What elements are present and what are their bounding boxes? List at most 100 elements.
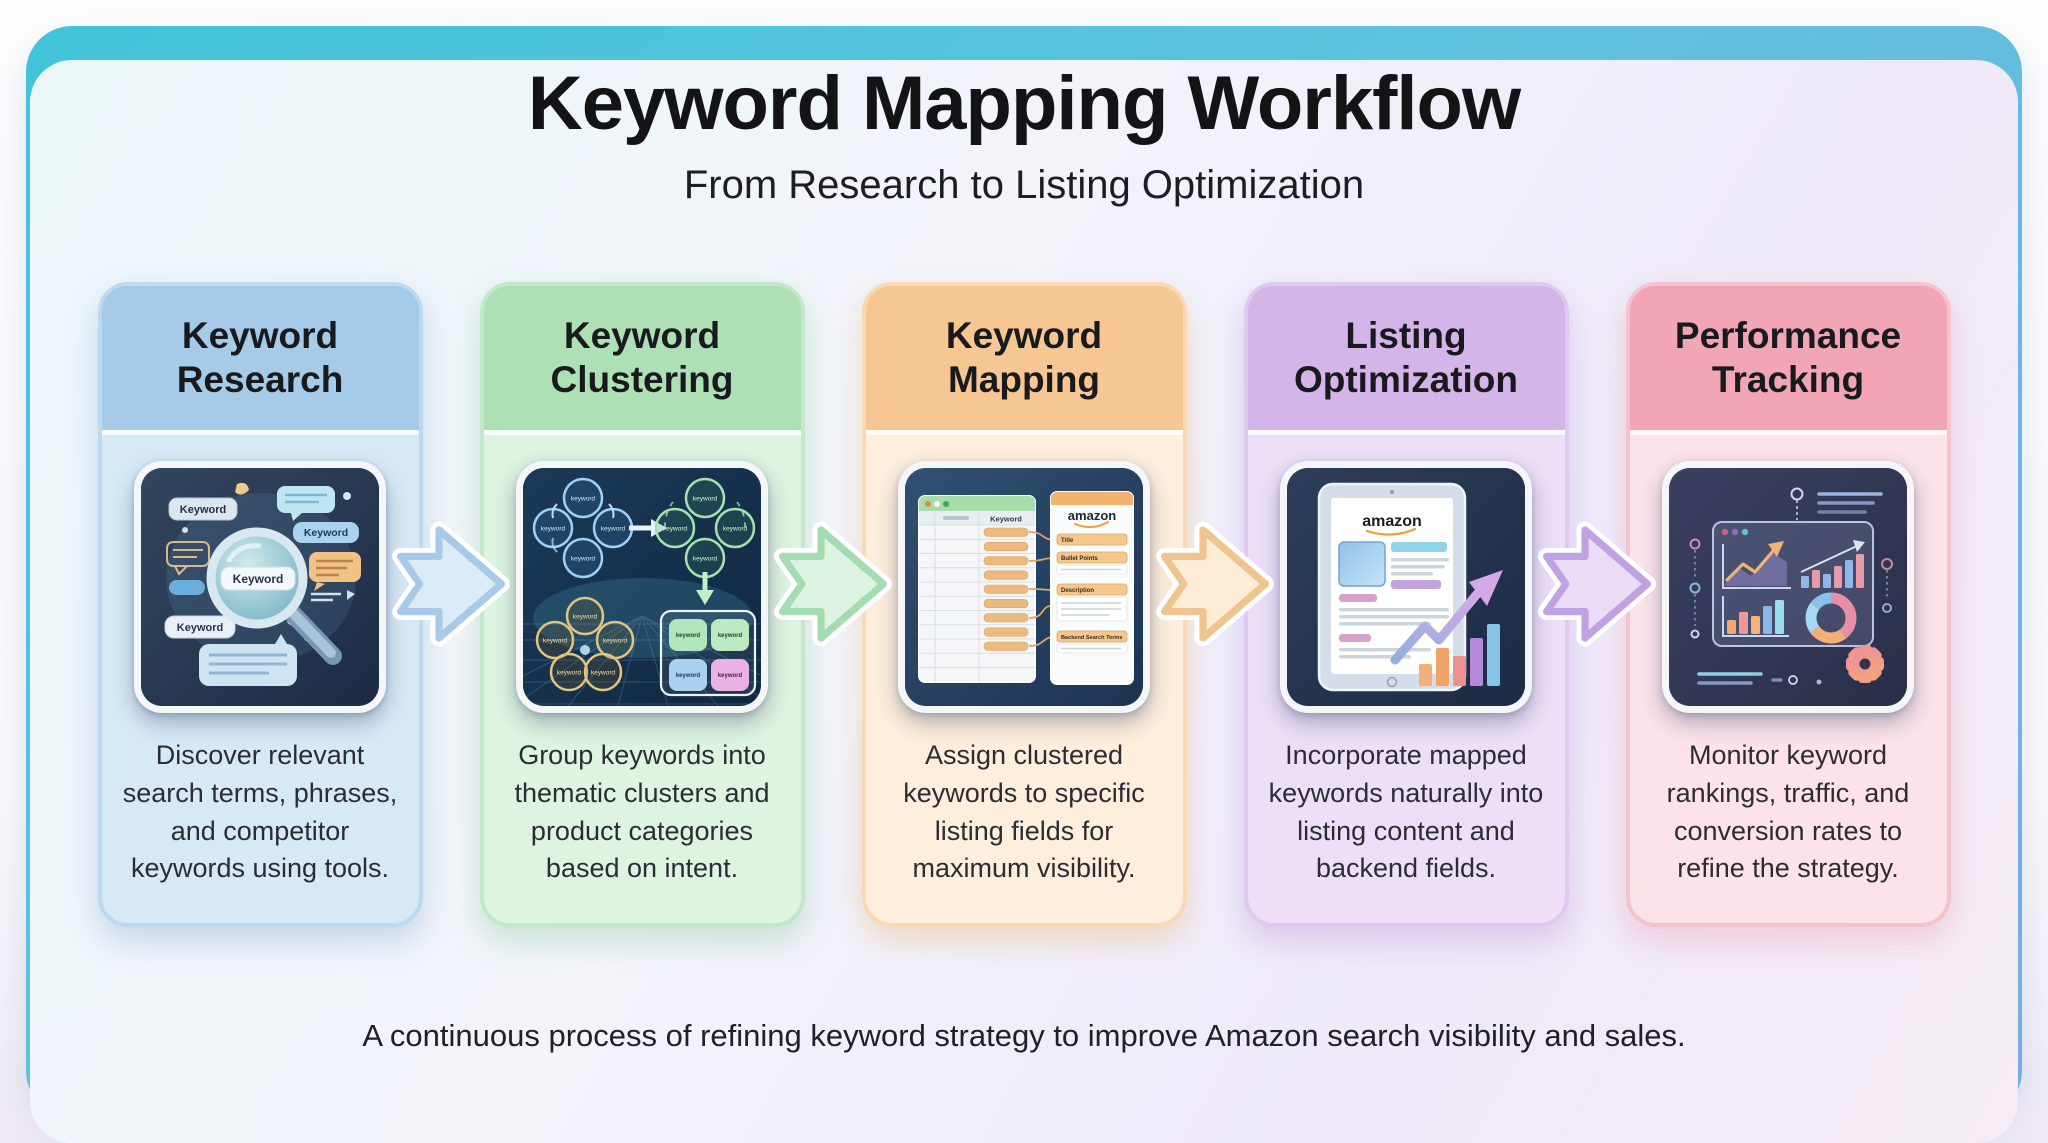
cluster-circle-label: keyword [571,496,596,503]
workflow-steps-row: Keyword Research [30,282,2018,927]
window-dot [1741,528,1749,536]
keyword-tag: Keyword [164,615,236,639]
speech-bubble-icon [199,634,297,686]
step-header: Performance Tracking [1629,286,1947,435]
keyword-cluster-green: keyword keyword keyword keyword [654,477,756,579]
flow-arrow [774,282,892,927]
cluster-circle-label: keyword [693,556,718,563]
step-header: Keyword Clustering [483,286,801,435]
arrow-down-icon [696,572,714,605]
spreadsheet-column-header: Keyword [990,515,1022,524]
keyword-tag-label: Keyword [177,622,223,634]
step-card-performance-tracking: Performance Tracking [1625,282,1951,927]
window-dot [1731,528,1739,536]
step-card-keyword-mapping: Keyword Mapping [861,282,1187,927]
step-description: Assign clustered keywords to specific li… [903,740,1145,884]
cluster-circle-label: keyword [723,526,748,533]
window-dot [925,501,931,507]
step-description: Monitor keyword rankings, traffic, and c… [1666,740,1910,884]
speech-bubble-icon [166,541,210,576]
category-cell-label: keyword [718,673,743,679]
home-button [1386,676,1398,688]
listing-field-label: Backend Search Terms [1061,635,1122,641]
cluster-circle-label: keyword [693,496,718,503]
flow-arrow [392,282,510,927]
page-subtitle: From Research to Listing Optimization [683,163,1365,207]
cluster-illustration: keyword keyword keyword keyword [523,468,761,706]
dashboard-decorations [1689,487,1893,685]
cluster-circle-label: keyword [571,556,596,563]
keyword-clustering-illustration: keyword keyword keyword keyword [516,461,768,713]
step-title: Keyword Clustering [550,315,734,400]
step-title: Performance Tracking [1674,315,1902,400]
step-title: Listing Optimization [1293,315,1519,400]
tablet-illustration: amazon [1287,468,1525,706]
step-card-keyword-research: Keyword Research [97,282,423,927]
blue-pill [169,580,205,595]
arrow-right-icon [774,521,892,647]
speech-bubble-icon [309,552,361,591]
growth-arrow-icon [1390,570,1503,665]
drop-icon [235,482,249,495]
arrow-right-icon [392,521,510,647]
flow-arrow [1538,282,1656,927]
category-grid: keyword keyword keyword keyword [659,609,757,697]
mapping-illustration: Keyword [905,468,1143,706]
list-lines [311,590,355,602]
category-cell-label: keyword [676,673,701,679]
listing-field-label: Description [1061,588,1094,594]
window-dot [934,501,940,507]
keyword-tag-label: Keyword [180,504,226,516]
performance-tracking-illustration [1662,461,1914,713]
camera-dot [1389,489,1395,495]
keyword-mapping-illustration: Keyword [898,461,1150,713]
cluster-circle-label: keyword [557,670,582,677]
keyword-cluster-blue: keyword keyword keyword keyword [532,477,634,579]
step-header: Keyword Research [101,286,419,435]
arrow-right-icon [629,519,667,537]
category-cell-label: keyword [718,633,743,639]
step-header: Keyword Mapping [865,286,1183,435]
keyword-research-illustration: Keyword [134,461,386,713]
keyword-tag: Keyword [220,566,296,591]
listing-optimization-illustration: amazon [1280,461,1532,713]
listing-field-label: Title [1061,538,1074,544]
cluster-circle-label: keyword [543,638,568,645]
donut-chart [1805,592,1857,644]
magnifier-illustration: Keyword [141,468,379,706]
amazon-smile-icon [1074,521,1109,528]
cluster-circle-label: keyword [591,670,616,677]
cluster-circle-label: keyword [541,526,566,533]
mini-bar-chart [1800,540,1865,588]
listing-field-label: Bullet Points [1061,556,1098,562]
line-chart [1722,541,1791,589]
step-title: Keyword Research [176,315,344,400]
spreadsheet-window: Keyword [918,495,1036,683]
cluster-circle-label: keyword [603,638,628,645]
keyword-tag: Keyword [293,522,359,543]
footer-caption: A continuous process of refining keyword… [362,1018,1686,1053]
amazon-logo: amazon [1362,513,1422,530]
step-card-keyword-clustering: Keyword Clustering [479,282,805,927]
panel: Keyword Mapping Workflow From Research t… [30,60,2018,1143]
analytics-window [1712,521,1874,647]
speech-bubble-icon [277,486,335,521]
window-dot [1721,528,1729,536]
step-title: Keyword Mapping [945,315,1103,400]
product-image-placeholder [1338,541,1386,587]
window-dot [943,501,949,507]
bar-chart [1722,596,1789,637]
page-title: Keyword Mapping Workflow [527,61,1521,146]
step-description: Incorporate mapped keywords naturally in… [1268,740,1544,884]
gear-icon [1846,645,1884,683]
cluster-circle-label: keyword [573,614,598,621]
keyword-cells [983,527,1029,651]
outer-frame: Keyword Mapping Workflow From Research t… [26,26,2022,1143]
step-header: Listing Optimization [1247,286,1565,435]
keyword-tag-label: Keyword [233,572,284,586]
step-description: Discover relevant search terms, phrases,… [122,740,398,884]
dashboard-illustration [1669,468,1907,706]
amazon-smile-icon [1365,527,1417,536]
growth-bar-chart [1419,624,1500,686]
